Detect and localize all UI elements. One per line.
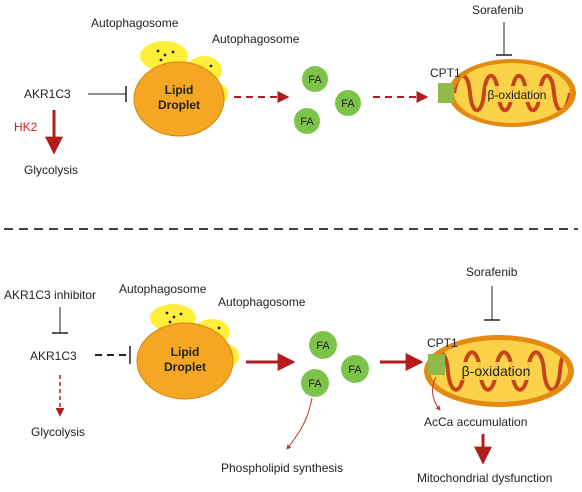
autophagosome-label-top-2: Autophagosome (212, 32, 300, 46)
sorafenib-label-bottom: Sorafenib (466, 265, 518, 279)
beta-oxidation-label-top: β-oxidation (488, 88, 547, 102)
glycolysis-label-bottom: Glycolysis (31, 425, 85, 439)
fa-label-bottom-2: FA (348, 364, 362, 376)
autophagosome-label-bottom-1: Autophagosome (119, 282, 207, 296)
mitochondrion-bottom: β-oxidation (424, 335, 574, 407)
mitochondrion-top: β-oxidation (438, 59, 576, 127)
top-panel: Lipid Droplet Autophagosome Autophagosom… (14, 3, 576, 177)
fa-cluster-top: FA FA FA (294, 66, 361, 134)
sorafenib-label-top: Sorafenib (472, 3, 524, 17)
droplet-label-top: Droplet (158, 98, 200, 112)
cpt1-label-bottom: CPT1 (427, 336, 458, 350)
akr1c3-label-bottom: AKR1C3 (30, 349, 77, 363)
lipid-droplet-top: Lipid Droplet (133, 61, 225, 137)
cpt1-bottom (428, 354, 445, 375)
lipid-droplet-bottom: Lipid Droplet (136, 322, 234, 400)
autophagosome-label-bottom-2: Autophagosome (218, 295, 306, 309)
acca-label: AcCa accumulation (424, 415, 527, 429)
droplet-label-bottom: Droplet (164, 360, 206, 374)
phospholipid-arrow (286, 397, 313, 450)
autophagosome-label-top-1: Autophagosome (91, 16, 179, 30)
akr1c3-label-top: AKR1C3 (24, 87, 71, 101)
mito-dysfunction-label: Mitochondrial dysfunction (417, 471, 552, 485)
fa-label-bottom-3: FA (308, 378, 322, 390)
fa-cluster-bottom: FA FA FA (301, 331, 369, 397)
inhibitor-label: AKR1C3 inhibitor (4, 288, 96, 302)
fa-label-top-2: FA (341, 98, 355, 110)
acca-arrow (432, 376, 441, 411)
cpt1-label-top: CPT1 (430, 66, 461, 80)
phospholipid-label: Phospholipid synthesis (221, 461, 343, 475)
bottom-panel: AKR1C3 inhibitor AKR1C3 Glycolysis Lipid… (4, 265, 574, 485)
lipid-label-top: Lipid (165, 83, 194, 97)
lipid-label-bottom: Lipid (171, 345, 200, 359)
fa-label-top-1: FA (308, 74, 322, 86)
cpt1-top (438, 83, 454, 103)
fa-label-bottom-1: FA (316, 340, 330, 352)
hk2-label: HK2 (14, 120, 38, 134)
glycolysis-label-top: Glycolysis (24, 163, 78, 177)
beta-oxidation-label-bottom: β-oxidation (462, 363, 531, 379)
fa-label-top-3: FA (300, 116, 314, 128)
